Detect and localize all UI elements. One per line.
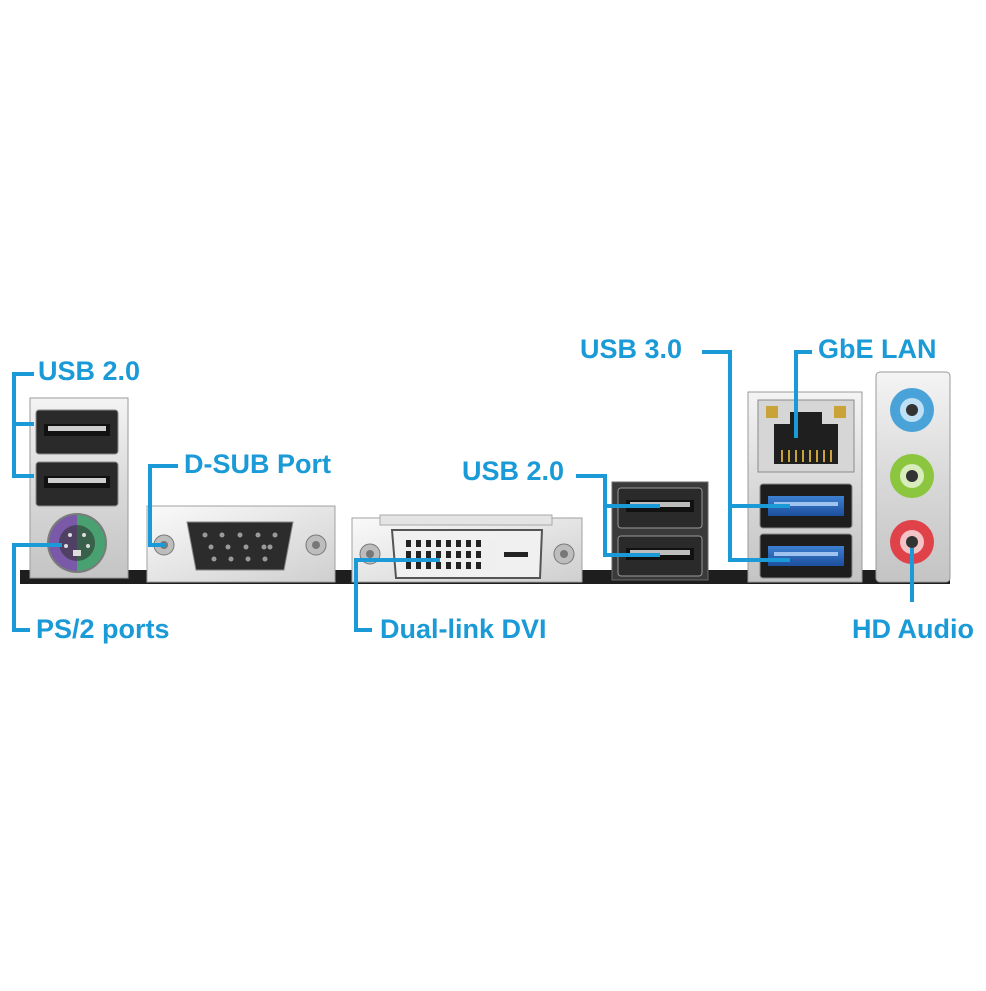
leader-usb30	[702, 350, 790, 562]
label-usb30: USB 3.0	[580, 334, 683, 364]
label-dual-link-dvi: Dual-link DVI	[380, 614, 547, 644]
audio-jacks	[875, 371, 951, 583]
leader-dsub	[148, 464, 178, 547]
label-d-sub-port: D-SUB Port	[184, 449, 331, 479]
usb-2-0-port-stack-mid	[611, 481, 709, 581]
leader-ps2	[12, 543, 62, 632]
leader-lines	[12, 350, 914, 632]
usb-2-0-port-stack-left	[29, 397, 129, 579]
dvi-port	[351, 514, 583, 583]
label-hd-audio: HD Audio	[852, 614, 974, 644]
leader-dvi	[354, 558, 440, 632]
lan-port	[757, 399, 855, 473]
label-usb20-left: USB 2.0	[38, 356, 141, 386]
label-usb20-mid: USB 2.0	[462, 456, 565, 486]
usb-3-0-ports	[759, 483, 853, 579]
ps2-combo-port	[47, 513, 107, 573]
label-gbe-lan: GbE LAN	[818, 334, 937, 364]
d-sub-port	[146, 505, 336, 583]
label-ps2-ports: PS/2 ports	[36, 614, 170, 644]
leader-usb20-mid	[576, 474, 660, 557]
leader-lan	[794, 350, 812, 438]
